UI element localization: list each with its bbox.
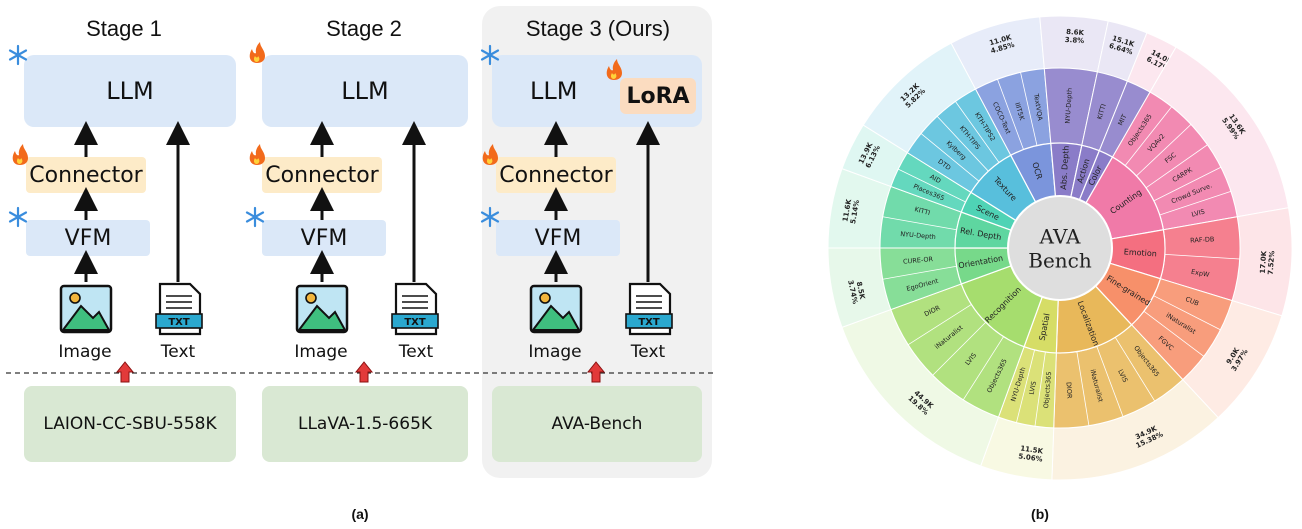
stage-3-connector: Connector: [496, 157, 616, 193]
leaf-divider: [1034, 351, 1046, 427]
text-document-icon: TXT: [391, 282, 439, 336]
leaf-divider: [932, 321, 987, 376]
stage-2-connector: Connector: [262, 157, 382, 193]
snowflake-icon: [8, 206, 28, 228]
leaf-divider: [962, 336, 1004, 401]
stage-2-text-label: Text: [398, 342, 434, 362]
leaf-divider: [1164, 254, 1240, 260]
leaf-label: KITTI: [914, 205, 932, 217]
leaf-divider: [1136, 124, 1192, 177]
category-label: Abs. Depth: [1059, 145, 1071, 190]
stage-1-vfm: VFM: [26, 220, 150, 256]
leaf-divider: [1020, 72, 1038, 146]
panel-a-caption: (a): [351, 506, 369, 522]
stage-2-vfm: VFM: [262, 220, 386, 256]
center-title-line2: Bench: [1028, 249, 1092, 273]
center-circle: [1007, 195, 1113, 301]
fire-icon: [12, 144, 28, 165]
leaf-divider: [920, 133, 980, 182]
stage-3-lora: LoRA: [620, 78, 696, 114]
svg-text:TXT: TXT: [638, 317, 660, 328]
snowflake-icon: [480, 206, 500, 228]
leaf-divider: [882, 216, 957, 231]
fire-icon: [482, 144, 498, 165]
stage-2-dataset: LLaVA-1.5-665K: [262, 386, 468, 462]
category-label: Emotion: [1124, 247, 1158, 258]
snowflake-icon: [245, 206, 265, 228]
stage-3-text-label: Text: [630, 342, 666, 362]
fire-icon: [606, 59, 622, 80]
center-title-line1: AVA: [1039, 225, 1082, 249]
leaf-label: DIOR: [1064, 382, 1073, 400]
text-document-icon: TXT: [625, 282, 673, 336]
leaf-divider: [936, 116, 989, 172]
stage-3-image-label: Image: [528, 342, 582, 362]
leaf-divider: [1143, 310, 1204, 357]
leaf-divider: [882, 265, 957, 280]
panel-b-caption: (b): [1031, 506, 1049, 522]
stage-2-arrows: [310, 121, 426, 282]
leaf-divider: [1096, 346, 1124, 417]
outer-count-label: 17.0K7.52%: [1259, 250, 1277, 275]
image-icon: [59, 284, 113, 334]
sunburst-chart: 11.0K4.85%8.6K3.8%15.1K6.64%14.0K6.17%13…: [827, 15, 1293, 481]
leaf-label: NYU-Depth: [900, 230, 936, 241]
stage-3-llm: LLM: [492, 55, 702, 127]
outer-count-label: 11.5K5.06%: [1018, 444, 1044, 463]
leaf-label: ExpW: [1190, 268, 1210, 279]
leaf-divider: [1124, 106, 1172, 166]
leaf-label: LVIS: [1028, 381, 1038, 396]
leaf-divider: [907, 304, 972, 346]
leaf-divider: [1159, 191, 1231, 216]
text-document-icon: TXT: [155, 282, 203, 336]
panel-a-graphics: TXT TXT TXT: [8, 42, 673, 383]
stage-2-title: Stage 2: [326, 16, 402, 41]
leaf-label: NYU-Depth: [1064, 88, 1074, 124]
outer-count-label: 8.6K3.8%: [1065, 28, 1085, 45]
leaf-label: RAF-DB: [1190, 235, 1215, 244]
snowflake-icon: [8, 44, 28, 66]
svg-text:TXT: TXT: [404, 317, 426, 328]
leaf-divider: [1076, 351, 1090, 426]
stage-3-arrows: [544, 121, 660, 282]
leaf-divider: [955, 101, 1000, 163]
stage-1-dataset: LAION-CC-SBU-558K: [24, 386, 236, 462]
leaf-label: CURE-OR: [903, 255, 934, 266]
stage-2-llm: LLM: [262, 55, 468, 127]
stage-3-llm-label: LLM: [530, 77, 578, 105]
image-icon: [529, 284, 583, 334]
stage-3-title: Stage 3 (Ours): [525, 16, 671, 41]
stage-2-image-label: Image: [294, 342, 348, 362]
leaf-label: LVIS: [1191, 208, 1206, 219]
red-up-arrow-icon: [586, 361, 606, 383]
leaf-divider: [1114, 337, 1156, 402]
stage-1-arrows: [74, 121, 190, 282]
stage-3-dataset: AVA-Bench: [492, 386, 702, 462]
leaf-divider: [898, 168, 966, 203]
red-up-arrow-icon: [115, 361, 135, 383]
svg-text:TXT: TXT: [168, 317, 190, 328]
leaf-divider: [1153, 166, 1222, 202]
leaf-divider: [1153, 295, 1221, 331]
stage-1-llm: LLM: [24, 55, 236, 127]
image-icon: [295, 284, 349, 334]
fire-icon: [249, 42, 265, 63]
stage-1-image-label: Image: [58, 342, 112, 362]
red-up-arrow-icon: [354, 361, 374, 383]
leaf-divider: [1016, 349, 1035, 423]
stage-1-title: Stage 1: [86, 16, 162, 41]
leaf-divider: [997, 79, 1024, 150]
leaf-divider: [1145, 144, 1208, 189]
fire-icon: [249, 144, 265, 165]
snowflake-icon: [480, 44, 500, 66]
stage-1-text-label: Text: [160, 342, 196, 362]
leaf-label: Objects365: [1042, 371, 1053, 409]
